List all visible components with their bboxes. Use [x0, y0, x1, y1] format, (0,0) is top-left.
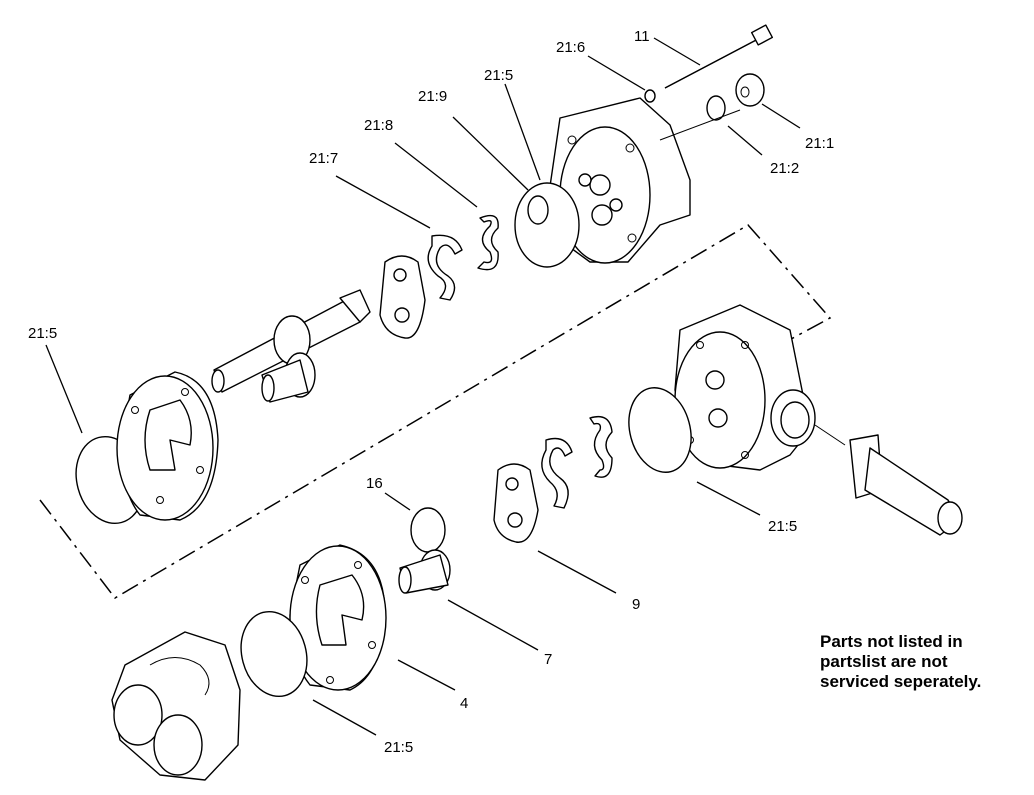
- label-7: 7: [544, 651, 552, 668]
- label-21-7: 21:7: [309, 150, 338, 167]
- bolt-11: [664, 24, 774, 89]
- washer-21-6: [644, 89, 656, 103]
- seal-right-a: [589, 415, 613, 478]
- body-plate-4: [289, 544, 387, 691]
- wear-plate: [379, 255, 426, 339]
- seal-right-b: [541, 437, 573, 509]
- label-11: 11: [634, 28, 650, 45]
- label-21-1: 21:1: [805, 135, 834, 152]
- drive-shaft-gear: [211, 289, 371, 403]
- label-9: 9: [632, 596, 640, 613]
- front-housing: [547, 97, 691, 264]
- label-4: 4: [460, 695, 468, 712]
- label-21-5-bottom: 21:5: [384, 739, 413, 756]
- seal-21-2: [706, 95, 726, 121]
- seal-plate-21-5-top: [514, 182, 580, 268]
- seal-21-7: [427, 234, 463, 301]
- label-21-5-left: 21:5: [28, 325, 57, 342]
- label-16: 16: [366, 475, 383, 492]
- end-cover: [111, 631, 241, 781]
- rear-housing: [674, 304, 816, 471]
- body-plate-left: [116, 371, 219, 521]
- bearing-21-1: [735, 73, 765, 107]
- service-note: Parts not listed in partslist are not se…: [820, 632, 981, 692]
- service-note-line3: serviced seperately.: [820, 672, 982, 691]
- o-ring-21-5-right: [628, 387, 692, 473]
- service-note-line2: partslist are not: [820, 652, 948, 671]
- o-ring-21-5-bottom: [240, 610, 308, 698]
- label-21-6: 21:6: [556, 39, 585, 56]
- label-21-8: 21:8: [364, 117, 393, 134]
- idler-gear-16: [398, 507, 451, 594]
- wear-plate-9: [493, 463, 539, 543]
- seal-21-8: [477, 214, 499, 271]
- leader-lines: [45, 37, 801, 736]
- label-21-5-right: 21:5: [768, 518, 797, 535]
- label-21-2: 21:2: [770, 160, 799, 177]
- hose-fitting: [849, 434, 963, 536]
- assembly-path-line: [39, 224, 832, 599]
- label-21-5-top: 21:5: [484, 67, 513, 84]
- service-note-line1: Parts not listed in: [820, 632, 963, 651]
- label-21-9: 21:9: [418, 88, 447, 105]
